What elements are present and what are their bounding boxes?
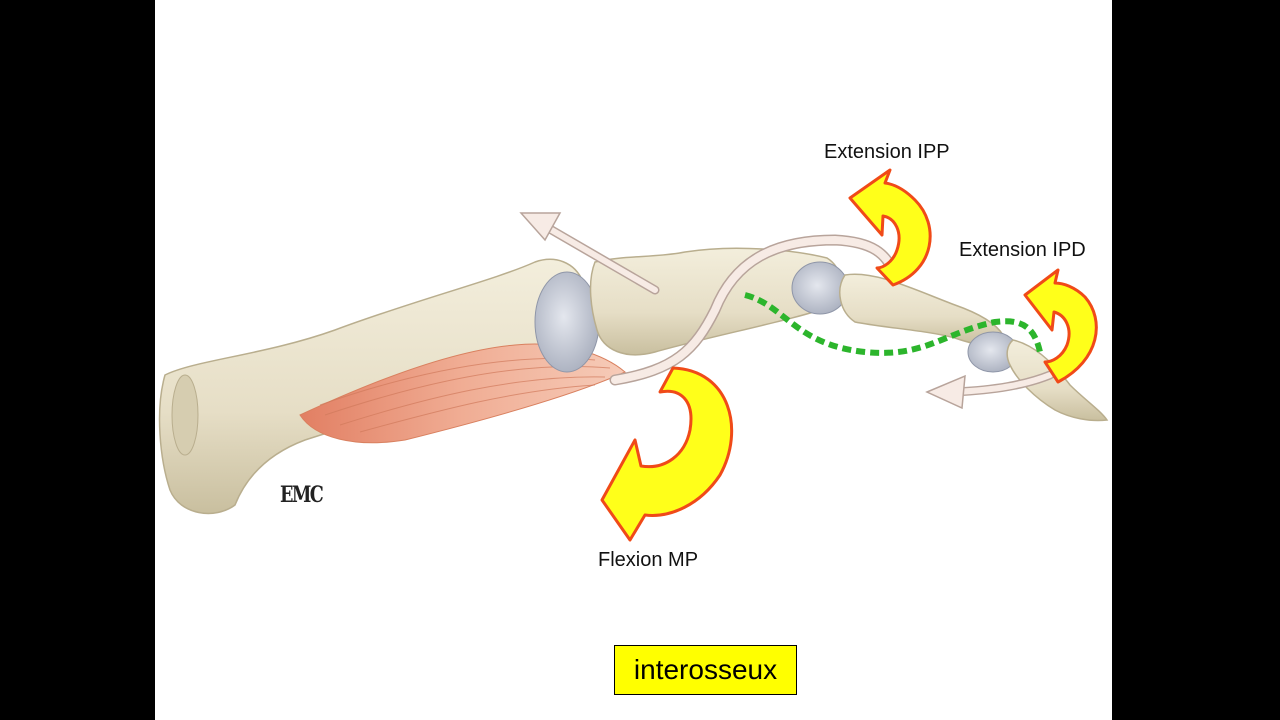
tendon-pull-arrow bbox=[519, 212, 660, 295]
terminal-band-arrow bbox=[925, 370, 1055, 410]
legend-title: interosseux bbox=[633, 654, 778, 685]
middle-phalanx bbox=[839, 273, 1004, 346]
flexion-mp-arrow bbox=[600, 366, 734, 542]
flexion-mp-label: Flexion MP bbox=[598, 549, 699, 571]
slide: Extension IPP Extension IPD Flexion MP E… bbox=[155, 0, 1112, 720]
legend-box: interosseux bbox=[614, 645, 797, 695]
extension-ipd-arrow bbox=[1023, 268, 1098, 384]
extension-ipp-arrow bbox=[848, 168, 932, 287]
finger-anatomy-diagram bbox=[158, 168, 1109, 542]
dashed-retinacular-line bbox=[744, 292, 1043, 356]
extension-ipd-label: Extension IPD bbox=[959, 239, 1086, 261]
emc-logo: EMC bbox=[280, 482, 324, 508]
interosseous-muscle bbox=[299, 343, 626, 444]
metacarpal-base-opening bbox=[171, 374, 199, 456]
extension-ipp-label: Extension IPP bbox=[824, 141, 950, 163]
emc-logo-text: EMC bbox=[280, 482, 324, 508]
mp-joint-cartilage bbox=[534, 271, 600, 373]
